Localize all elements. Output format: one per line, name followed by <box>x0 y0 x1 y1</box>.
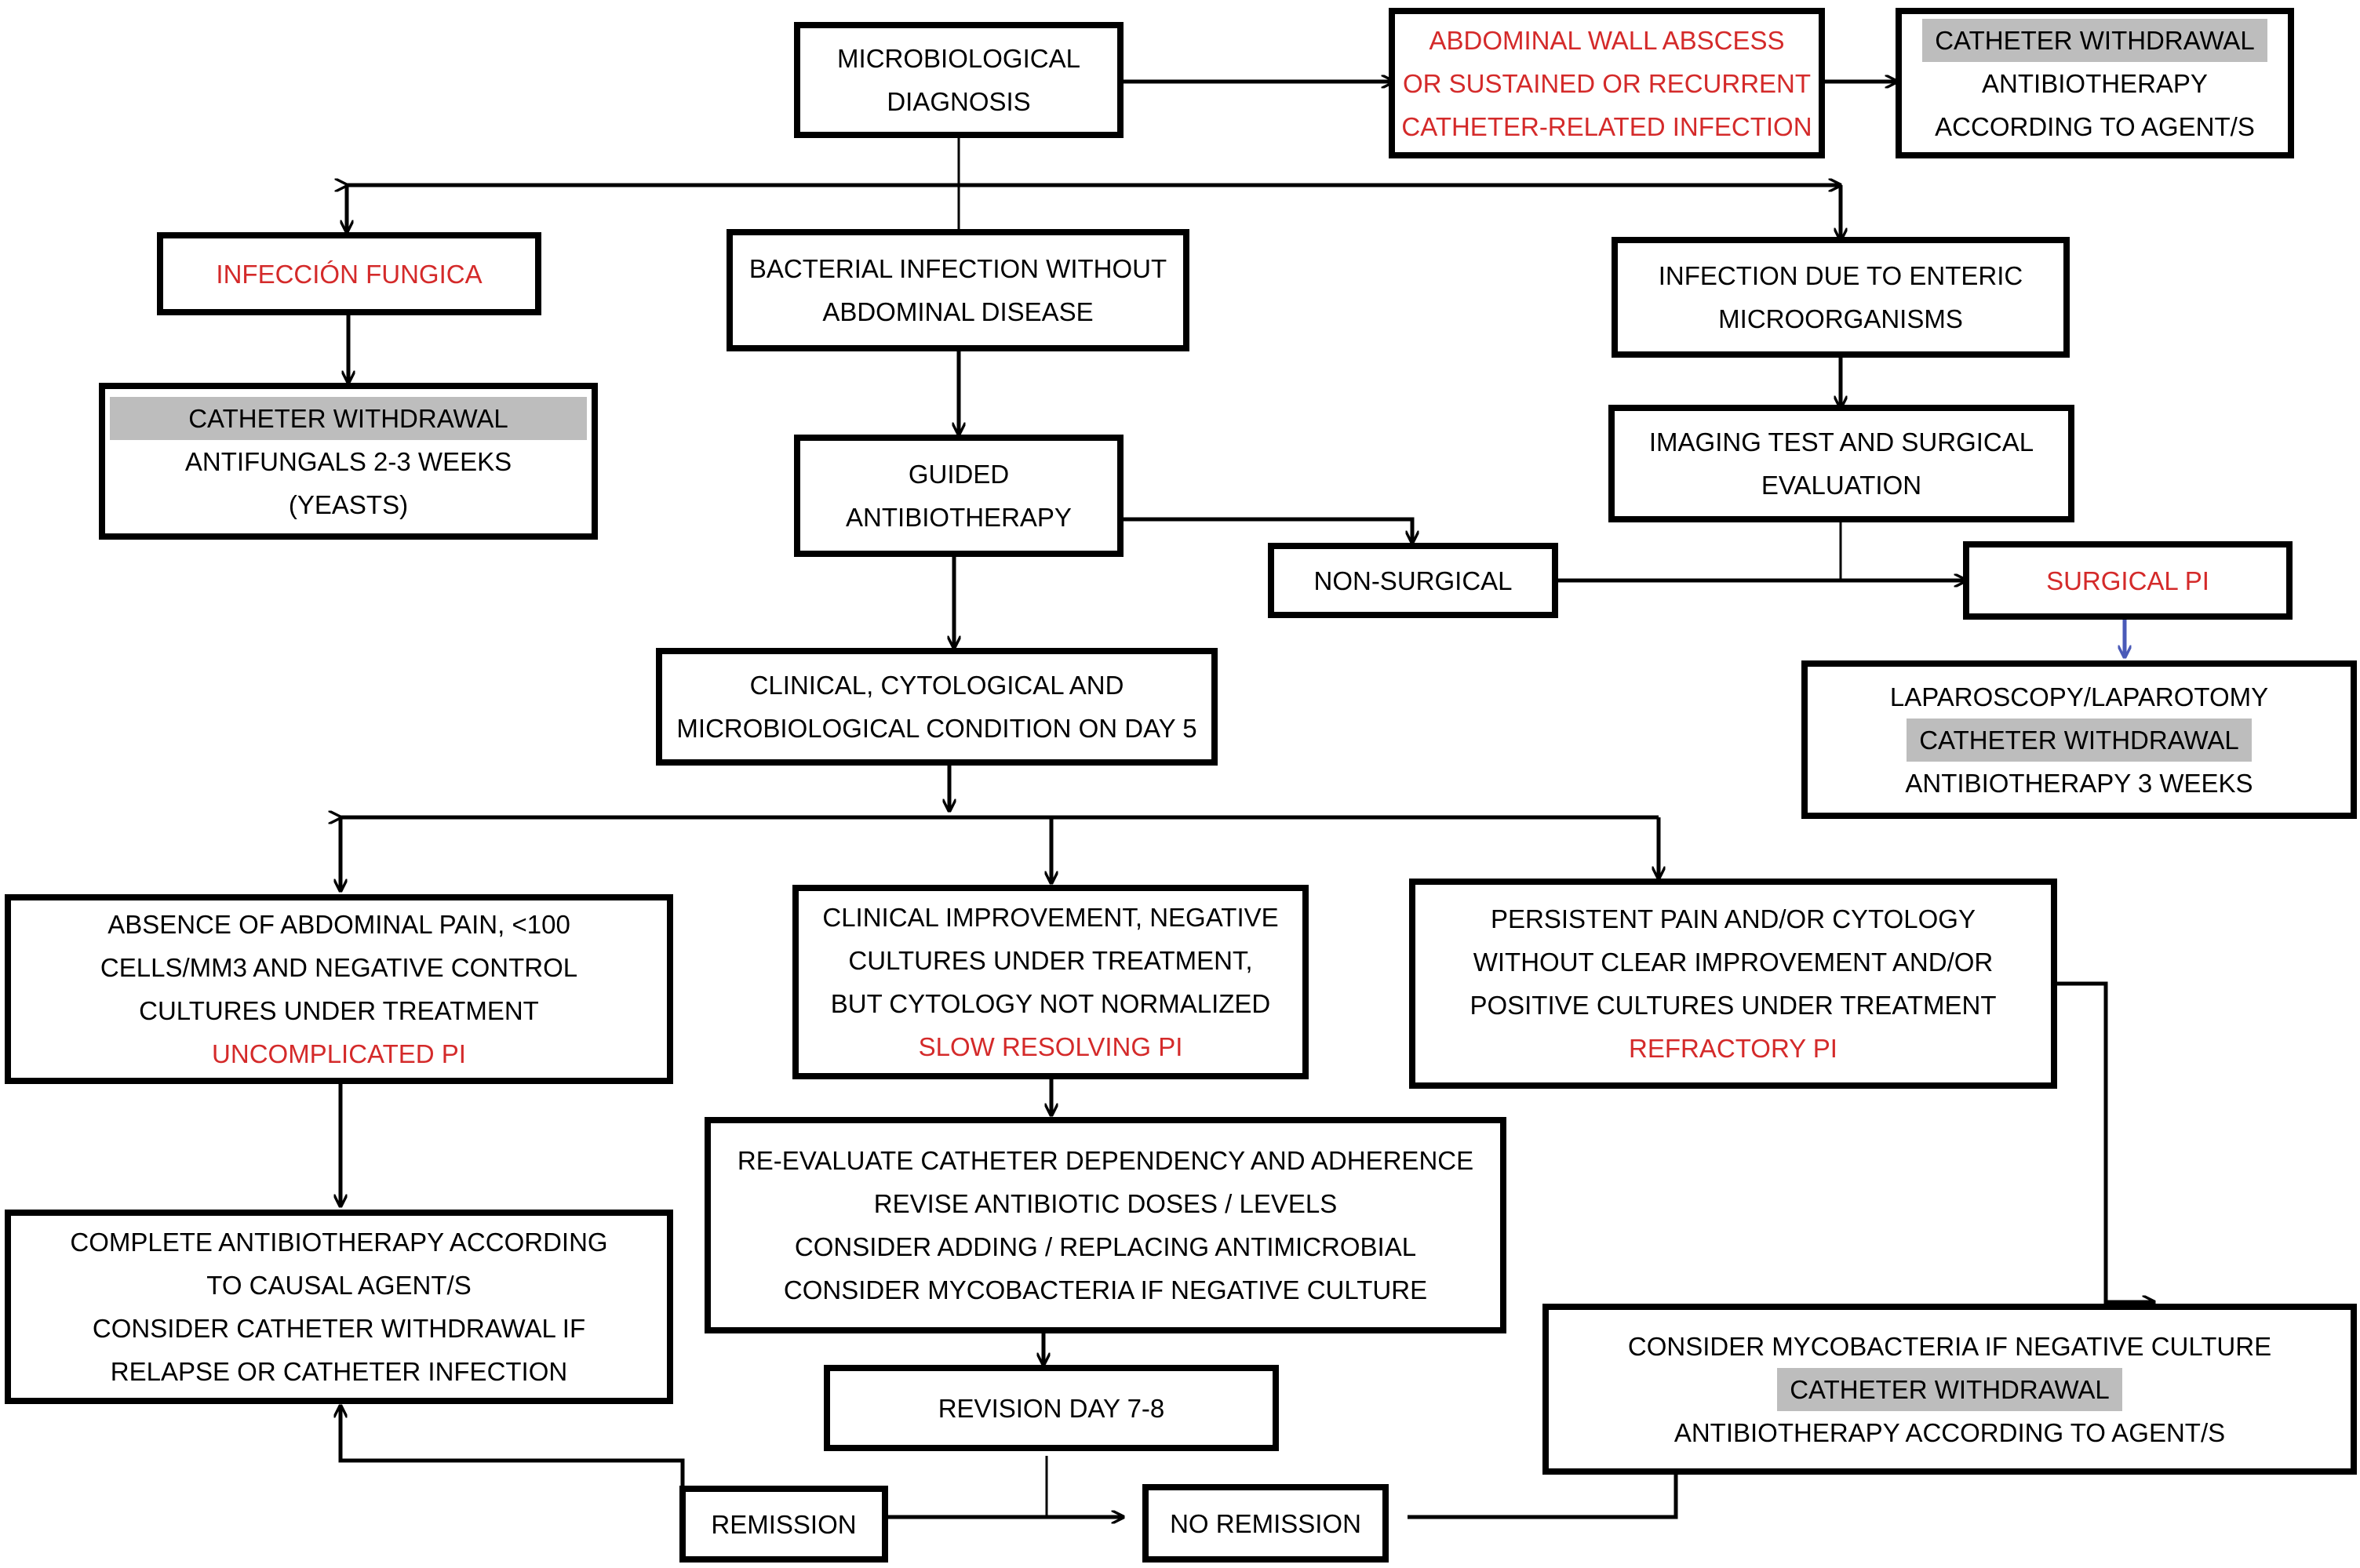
node-text: CONSIDER ADDING / REPLACING ANTIMICROBIA… <box>794 1232 1417 1261</box>
node-text: ABDOMINAL WALL ABSCESS <box>1429 25 1785 55</box>
node-uncomplicated-pi: ABSENCE OF ABDOMINAL PAIN, <100 CELLS/MM… <box>5 894 673 1084</box>
node-text: CONSIDER MYCOBACTERIA IF NEGATIVE CULTUR… <box>783 1275 1428 1304</box>
node-text: (YEASTS) <box>288 489 409 519</box>
node-text: INFECTION DUE TO ENTERIC <box>1658 261 2023 290</box>
node-microbiological-diagnosis: MICROBIOLOGICAL DIAGNOSIS <box>794 22 1124 138</box>
node-text: BACTERIAL INFECTION WITHOUT <box>748 254 1167 283</box>
node-text: CULTURES UNDER TREATMENT, <box>848 946 1253 975</box>
node-text: SLOW RESOLVING PI <box>918 1032 1183 1061</box>
node-text-highlight: CATHETER WITHDRAWAL <box>1922 18 2267 62</box>
node-catheter-withdrawal-agent: CATHETER WITHDRAWAL ANTIBIOTHERAPY ACCOR… <box>1896 8 2294 158</box>
node-text-highlight: CATHETER WITHDRAWAL <box>1777 1367 2122 1411</box>
node-text: REMISSION <box>711 1509 857 1539</box>
node-text: BUT CYTOLOGY NOT NORMALIZED <box>830 989 1271 1018</box>
arrow-guided-to-nonsurgical <box>1122 517 1412 543</box>
node-enteric-infection: INFECTION DUE TO ENTERIC MICROORGANISMS <box>1612 237 2070 358</box>
node-text: COMPLETE ANTIBIOTHERAPY ACCORDING <box>70 1228 608 1257</box>
node-text: MICROORGANISMS <box>1718 304 1963 333</box>
node-text: MICROBIOLOGICAL <box>837 44 1080 73</box>
node-text: RE-EVALUATE CATHETER DEPENDENCY AND ADHE… <box>737 1146 1474 1175</box>
node-text: ACCORDING TO AGENT/S <box>1935 111 2255 141</box>
node-text: PERSISTENT PAIN AND/OR CYTOLOGY <box>1491 904 1976 933</box>
arrow-refractory-to-mycobacteria <box>2056 981 2154 1302</box>
node-text: CLINICAL, CYTOLOGICAL AND <box>749 671 1124 700</box>
node-non-surgical: NON-SURGICAL <box>1268 543 1558 618</box>
node-text: ABDOMINAL DISEASE <box>822 297 1094 326</box>
node-text: CATHETER-RELATED INFECTION <box>1401 111 1812 141</box>
node-guided-antibiotherapy: GUIDED ANTIBIOTHERAPY <box>794 435 1124 557</box>
node-refractory-pi: PERSISTENT PAIN AND/OR CYTOLOGY WITHOUT … <box>1409 879 2057 1089</box>
node-text: ANTIBIOTHERAPY 3 WEEKS <box>1905 768 2253 798</box>
node-text: SURGICAL PI <box>2046 566 2209 595</box>
node-imaging-test: IMAGING TEST AND SURGICAL EVALUATION <box>1608 405 2074 522</box>
node-revision-day: REVISION DAY 7-8 <box>824 1365 1279 1451</box>
arrow-remission-to-complete <box>341 1406 685 1489</box>
node-catheter-withdrawal-antifungals: CATHETER WITHDRAWAL ANTIFUNGALS 2-3 WEEK… <box>99 383 598 540</box>
node-text: CLINICAL IMPROVEMENT, NEGATIVE <box>822 903 1279 932</box>
node-text: POSITIVE CULTURES UNDER TREATMENT <box>1470 991 1997 1020</box>
node-text: REVISE ANTIBIOTIC DOSES / LEVELS <box>873 1189 1338 1218</box>
node-slow-resolving-pi: CLINICAL IMPROVEMENT, NEGATIVE CULTURES … <box>792 885 1309 1079</box>
node-reevaluate-catheter: RE-EVALUATE CATHETER DEPENDENCY AND ADHE… <box>705 1117 1506 1333</box>
node-text: ANTIBIOTHERAPY ACCORDING TO AGENT/S <box>1673 1417 2226 1447</box>
node-text: TO CAUSAL AGENT/S <box>206 1271 472 1300</box>
node-text: LAPAROSCOPY/LAPAROTOMY <box>1889 682 2269 711</box>
node-text: ANTIBIOTHERAPY <box>1982 68 2208 98</box>
node-text: CELLS/MM3 AND NEGATIVE CONTROL <box>100 953 578 982</box>
node-text: UNCOMPLICATED PI <box>212 1039 466 1068</box>
node-text: ANTIFUNGALS 2-3 WEEKS <box>184 446 512 476</box>
node-text: REVISION DAY 7-8 <box>938 1393 1165 1423</box>
line-noremission-to-mycobacteria <box>1408 1475 1678 1519</box>
node-text: CULTURES UNDER TREATMENT <box>139 996 539 1025</box>
node-text-highlight: CATHETER WITHDRAWAL <box>1907 718 2252 762</box>
node-text: IMAGING TEST AND SURGICAL <box>1648 427 2034 457</box>
node-text: INFECCIÓN FUNGICA <box>216 259 483 289</box>
node-text: REFRACTORY PI <box>1629 1034 1837 1063</box>
node-text: NO REMISSION <box>1170 1508 1361 1538</box>
node-text: WITHOUT CLEAR IMPROVEMENT AND/OR <box>1473 948 1994 977</box>
node-text: DIAGNOSIS <box>887 87 1031 116</box>
node-abdominal-wall-abscess: ABDOMINAL WALL ABSCESS OR SUSTAINED OR R… <box>1389 8 1825 158</box>
node-surgical-pi: SURGICAL PI <box>1963 541 2293 620</box>
node-text: MICROBIOLOGICAL CONDITION ON DAY 5 <box>676 714 1197 743</box>
node-bacterial-infection: BACTERIAL INFECTION WITHOUT ABDOMINAL DI… <box>727 229 1189 351</box>
node-text: EVALUATION <box>1761 471 1922 500</box>
node-clinical-condition-day5: CLINICAL, CYTOLOGICAL AND MICROBIOLOGICA… <box>656 648 1218 766</box>
node-remission: REMISSION <box>679 1486 888 1563</box>
node-text: NON-SURGICAL <box>1313 566 1513 595</box>
node-no-remission: NO REMISSION <box>1142 1484 1389 1563</box>
node-fungal-infection: INFECCIÓN FUNGICA <box>157 232 541 315</box>
node-text: RELAPSE OR CATHETER INFECTION <box>110 1357 568 1386</box>
node-complete-antibiotherapy: COMPLETE ANTIBIOTHERAPY ACCORDING TO CAU… <box>5 1210 673 1404</box>
node-text: CONSIDER CATHETER WITHDRAWAL IF <box>92 1314 586 1343</box>
node-consider-mycobacteria: CONSIDER MYCOBACTERIA IF NEGATIVE CULTUR… <box>1542 1304 2357 1475</box>
node-text-highlight: CATHETER WITHDRAWAL <box>110 396 587 440</box>
node-text: ANTIBIOTHERAPY <box>846 503 1072 532</box>
node-text: CONSIDER MYCOBACTERIA IF NEGATIVE CULTUR… <box>1627 1331 2272 1361</box>
node-laparoscopy: LAPAROSCOPY/LAPAROTOMY CATHETER WITHDRAW… <box>1801 660 2357 819</box>
node-text: OR SUSTAINED OR RECURRENT <box>1402 68 1812 98</box>
node-text: GUIDED <box>908 460 1010 489</box>
node-text: ABSENCE OF ABDOMINAL PAIN, <100 <box>107 910 570 939</box>
